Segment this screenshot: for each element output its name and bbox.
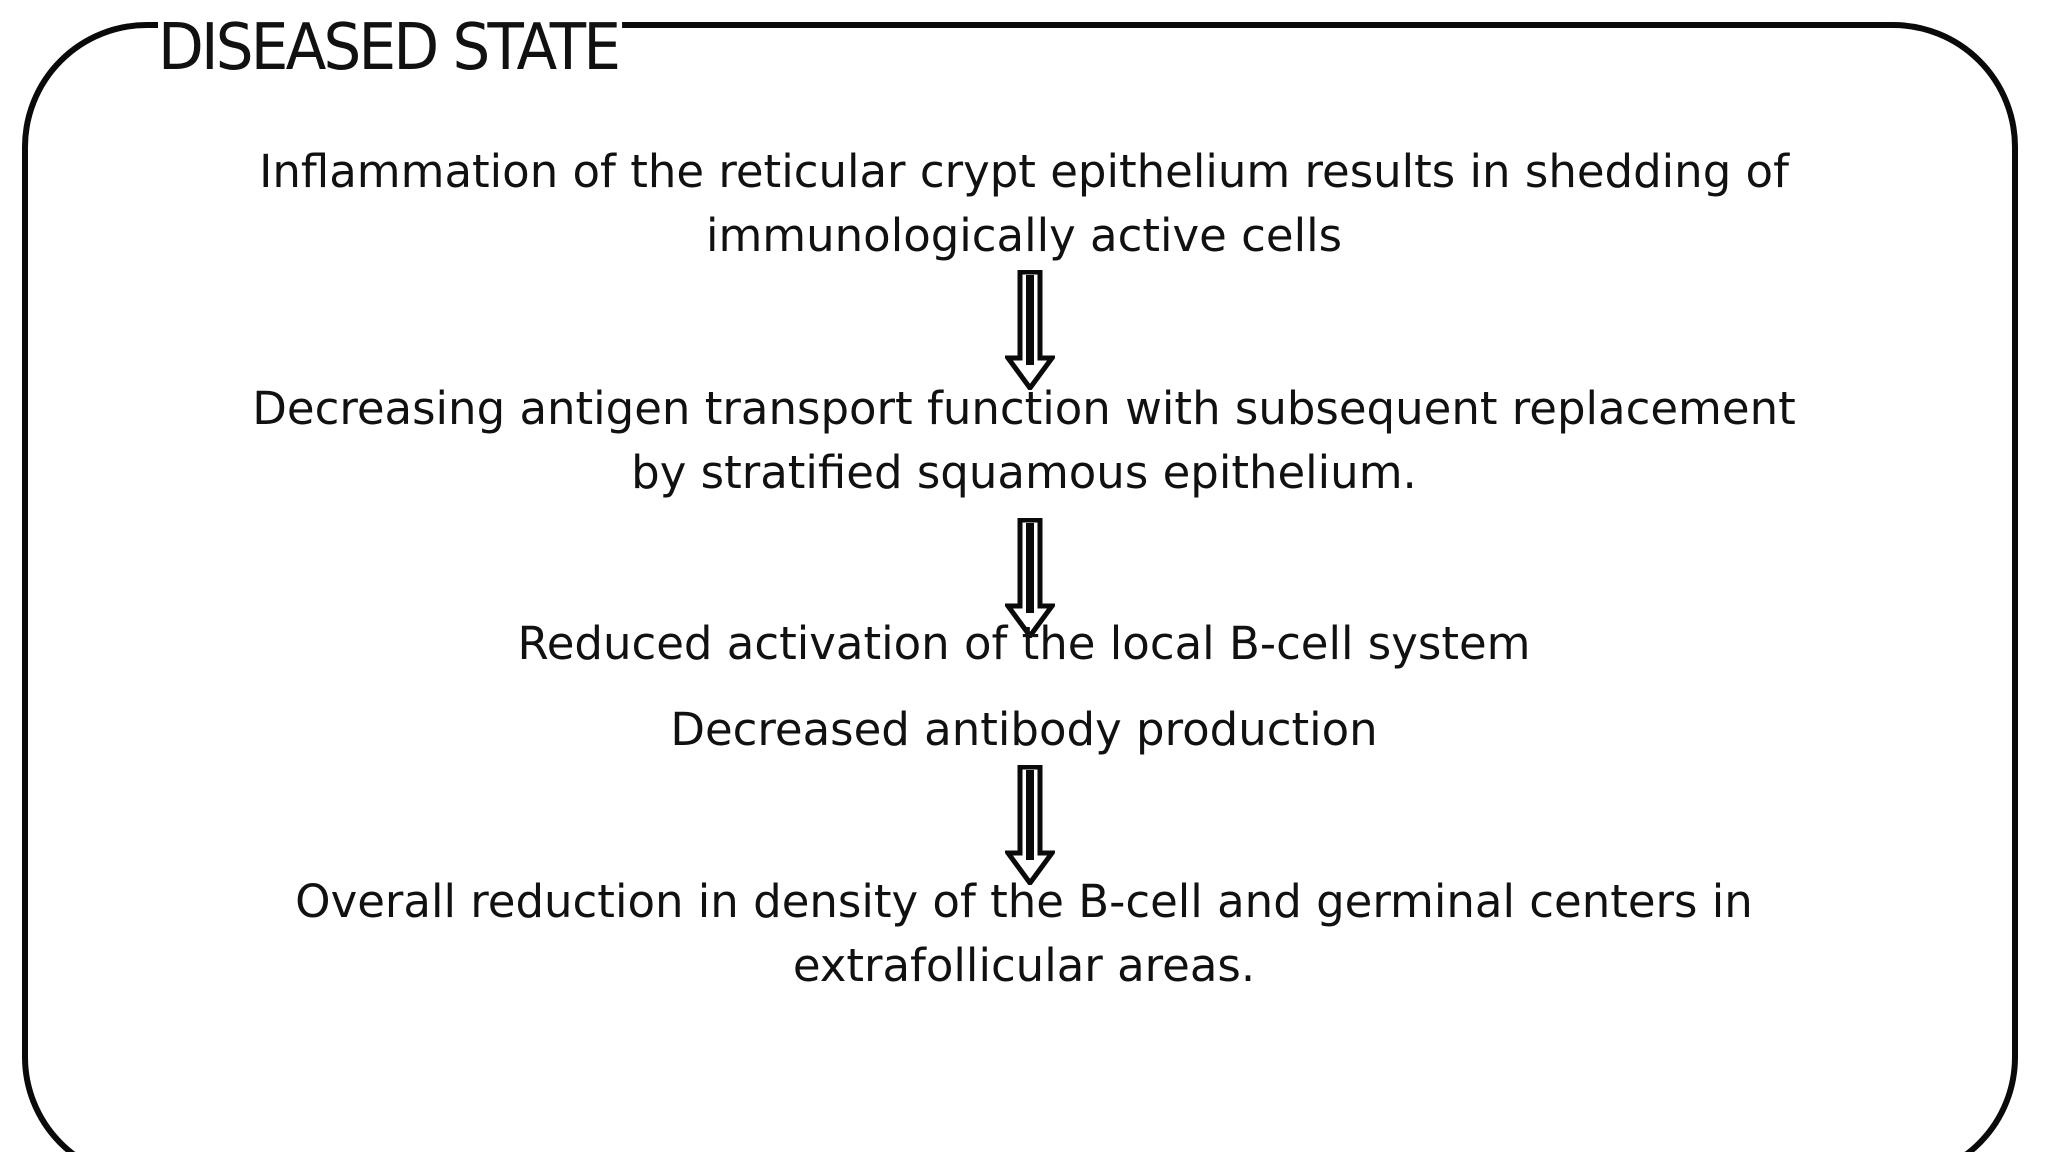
flow-step-1-line-1: Inflammation of the reticular crypt epit… [259, 145, 1789, 198]
flow-step-2-line-1: Decreasing antigen transport function wi… [252, 382, 1796, 435]
double-down-arrow-icon [1005, 765, 1055, 885]
flow-step-3-line-2: Decreased antibody production [670, 703, 1378, 756]
flow-step-1-line-2: immunologically active cells [705, 209, 1343, 262]
double-down-arrow-icon [1005, 518, 1055, 638]
flow-step-2: Decreasing antigen transport function wi… [0, 377, 2048, 505]
flow-step-3: Reduced activation of the local B-cell s… [0, 612, 2048, 676]
flow-step-1: Inflammation of the reticular crypt epit… [0, 140, 2048, 268]
flow-step-2-line-2: by stratified squamous epithelium. [631, 446, 1417, 499]
flow-step-4-line-1: Overall reduction in density of the B-ce… [295, 875, 1753, 928]
flow-step-4-line-2: extrafollicular areas. [792, 939, 1256, 992]
flow-step-3b: Decreased antibody production [0, 698, 2048, 762]
flow-step-3-line-1: Reduced activation of the local B-cell s… [517, 617, 1531, 670]
double-down-arrow-icon [1005, 270, 1055, 390]
flow-step-4: Overall reduction in density of the B-ce… [0, 870, 2048, 998]
slide-title: DISEASED STATE [158, 16, 622, 84]
